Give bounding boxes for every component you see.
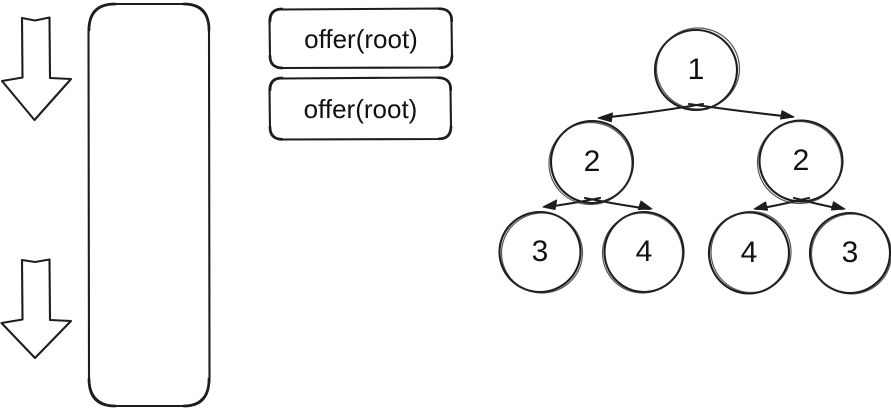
call-box-2[interactable] (268, 76, 453, 141)
tree-edge-right-rightleft[interactable] (753, 196, 811, 211)
sketch-stroke (268, 54, 284, 70)
sketch-stroke (268, 7, 284, 23)
tree-edge-left-leftright[interactable] (583, 196, 653, 211)
tree-node-label: 2 (583, 145, 601, 178)
sketch-stroke (436, 76, 453, 92)
tree-node-label: 3 (531, 235, 549, 268)
tree-node-left[interactable] (548, 119, 635, 206)
sketch-stroke (182, 377, 211, 408)
tree-edge-root-left[interactable] (597, 102, 705, 123)
sketch-stroke (268, 76, 284, 92)
tree-node-label: 4 (635, 235, 653, 268)
sketch-stroke (268, 125, 284, 141)
call-box-1[interactable] (268, 7, 454, 70)
tree-node-label: 3 (841, 236, 859, 269)
tree-node-label: 2 (792, 144, 810, 177)
tree-node-root[interactable] (653, 27, 741, 112)
tree-node-right[interactable] (756, 119, 844, 205)
sketch-stroke (87, 2, 117, 32)
sketch-stroke (182, 2, 211, 32)
call-box-label: offer(root) (304, 23, 418, 54)
tree-node-label: 1 (687, 53, 705, 86)
tree-node-left-left[interactable] (498, 210, 584, 294)
sketch-stroke (87, 377, 117, 408)
call-box-label: offer(root) (303, 93, 418, 124)
sketch-stroke (437, 7, 454, 23)
tree-edge-root-right[interactable] (687, 102, 795, 120)
stack-rectangle-shape[interactable] (87, 2, 211, 408)
down-arrow-icon[interactable] (0, 258, 73, 360)
tree-node-left-right[interactable] (601, 210, 685, 294)
tree-node-right-left[interactable] (707, 210, 792, 295)
down-arrow-icon[interactable] (0, 16, 73, 122)
tree-node-right-right[interactable] (808, 211, 891, 295)
sketch-stroke (438, 54, 454, 69)
tree-edge-right-rightright[interactable] (792, 196, 846, 211)
sketch-stroke (437, 125, 453, 141)
tree-node-label: 4 (740, 236, 758, 269)
